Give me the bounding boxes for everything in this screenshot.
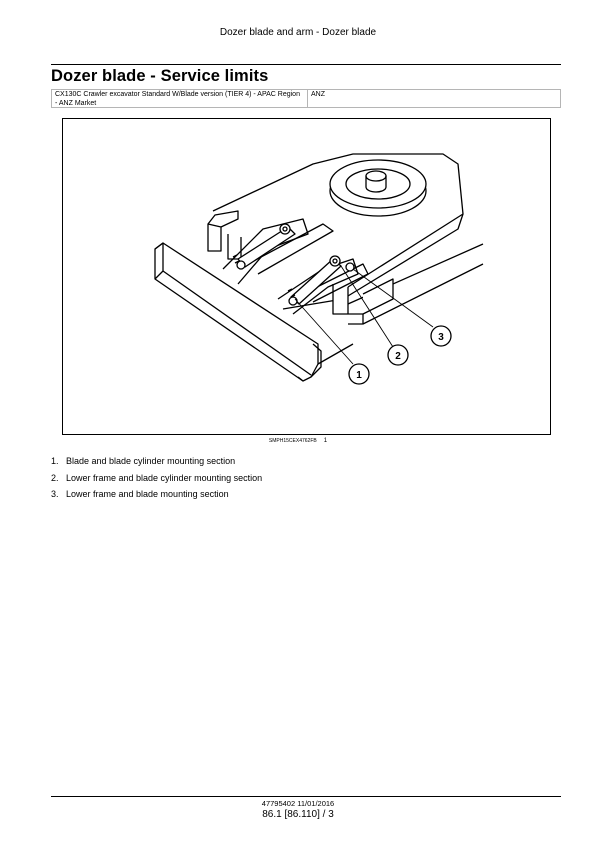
legend-item-number: 2. — [51, 472, 59, 483]
legend-item-number: 1. — [51, 456, 59, 466]
callout-2: 2 — [387, 344, 409, 366]
track-frame-left — [207, 223, 222, 252]
page-title: Dozer blade - Service limits — [51, 67, 269, 85]
callout-3: 3 — [430, 325, 452, 347]
footer-doc-id: 47795402 11/01/2016 — [261, 799, 335, 808]
callout-1: 1 — [348, 363, 370, 385]
footer-rule — [51, 796, 561, 797]
applicability-table: CX130C Crawler excavator Standard W/Blad… — [51, 89, 561, 108]
legend-item-number: 3. — [51, 489, 59, 499]
svg-text:2: 2 — [395, 351, 401, 362]
applicability-market: ANZ — [311, 91, 325, 98]
footer-page-ref: 86.1 [86.110] / 3 — [262, 809, 334, 820]
dozer-blade — [154, 242, 319, 382]
track-frame-right — [332, 284, 349, 315]
figure-code: SMPH15CEX4762FB — [268, 438, 317, 444]
dozer-blade-illustration: 1 2 3 — [154, 153, 484, 385]
legend-item: 3. Lower frame and blade mounting section — [51, 489, 262, 506]
legend-list: 1. Blade and blade cylinder mounting sect… — [51, 456, 262, 506]
chassis-outline — [212, 153, 464, 310]
figure-frame: 1 2 3 — [62, 118, 551, 435]
legend-item-text: Blade and blade cylinder mounting sectio… — [66, 456, 236, 466]
figure-number: 1 — [323, 438, 328, 444]
legend-item: 2. Lower frame and blade cylinder mountin… — [51, 473, 262, 490]
running-header: Dozer blade and arm - Dozer blade — [219, 27, 377, 38]
title-rule — [51, 64, 561, 65]
legend-item-text: Lower frame and blade mounting section — [66, 489, 229, 499]
figure-caption: SMPH15CEX4762FB 1 — [0, 438, 596, 444]
applicability-model: CX130C Crawler excavator Standard W/Blad… — [52, 90, 308, 107]
svg-text:1: 1 — [356, 370, 362, 381]
legend-item-text: Lower frame and blade cylinder mounting … — [66, 472, 263, 483]
legend-item: 1. Blade and blade cylinder mounting sect… — [51, 456, 262, 473]
svg-text:3: 3 — [438, 332, 444, 343]
